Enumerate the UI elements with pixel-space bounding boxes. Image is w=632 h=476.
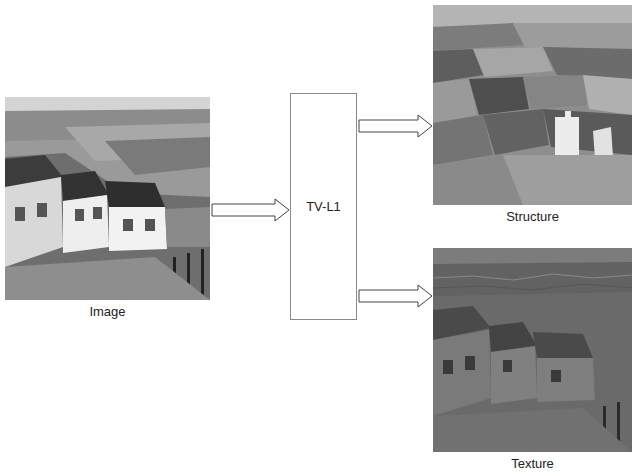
texture-window [443,360,453,374]
window [37,203,47,217]
process-box: TV-L1 [290,93,357,320]
texture-house [537,358,595,402]
street [5,153,210,300]
texture-detail [433,284,632,290]
window [93,207,102,219]
blob [469,77,529,115]
blob [503,155,632,205]
house-front [63,195,109,253]
texture-house [433,330,491,416]
image-caption: Image [0,304,230,320]
image-caption: Structure [413,209,632,225]
structure-image [433,5,632,205]
texture-sky [433,248,632,264]
structure-ground [433,5,632,205]
photo-ground [5,97,210,300]
blob [473,47,553,77]
sky [5,97,210,111]
fields-dark [105,137,210,175]
blob [483,109,549,155]
bright-patch [555,111,579,155]
bright-patch [593,127,613,159]
window [15,207,25,221]
image-panel: Image [5,97,210,300]
texture-house [491,346,537,404]
blob [543,47,632,79]
block-arrow [359,115,432,137]
house-front [109,207,167,251]
blob [513,23,632,49]
blob [433,115,493,165]
image-panel: Texture [433,248,632,452]
texture-hills [433,262,632,296]
blob [523,75,587,109]
window [123,219,133,231]
input-photo [5,97,210,300]
blob [543,109,632,155]
road [5,257,210,300]
block-arrow [212,199,289,221]
image-caption: Texture [413,456,632,472]
texture-window [551,370,561,382]
texture-road [433,408,632,452]
house-front [5,177,63,267]
blob [433,79,477,123]
process-label: TV-L1 [306,199,341,215]
fence-post [201,249,204,297]
window [145,219,155,231]
blob [433,23,523,51]
texture-window [465,356,475,370]
window [75,209,84,221]
texture-roof [533,332,593,358]
texture-detail [433,274,632,280]
block-arrow [359,285,432,307]
texture-window [503,360,512,372]
roof [105,181,165,207]
texture-image [433,248,632,452]
blob [583,75,632,115]
texture-ground [433,248,632,452]
hedge [165,207,210,247]
image-panel: Structure [433,5,632,205]
